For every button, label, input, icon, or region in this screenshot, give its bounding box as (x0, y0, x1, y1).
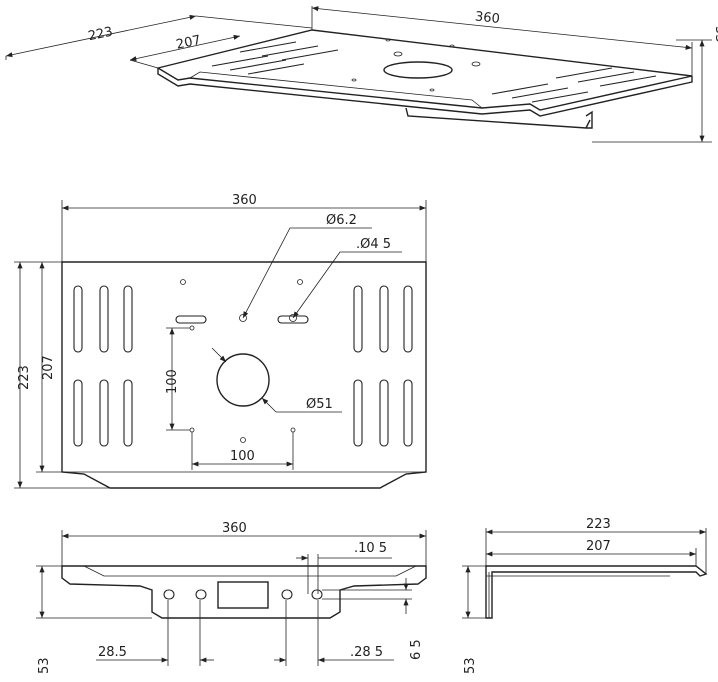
side-profile (485, 565, 708, 619)
iso-plate-top (156, 29, 693, 111)
top-holes (180, 279, 303, 443)
top-slots-left (73, 285, 133, 447)
front-dim-left-offset: 28.5 (98, 645, 127, 660)
front-dim-slot-height: 6 5 (409, 639, 424, 660)
top-view: 360 223 207 Ø6.2 .Ø4 5 Ø51 100 100 (14, 193, 427, 489)
front-dim-width: 360 (222, 521, 247, 536)
iso-mount-holes (351, 38, 481, 92)
side-view: 223 207 53 (462, 517, 708, 674)
front-dim-slot-pitch: .10 5 (354, 541, 387, 556)
top-center-hole (216, 353, 270, 407)
side-dim-inner-depth: 207 (586, 539, 611, 554)
top-dim-hole-tiny: .Ø4 5 (356, 237, 391, 252)
top-dim-inner-depth: 207 (41, 355, 56, 380)
front-center-cutout (217, 581, 269, 609)
iso-slots-right (491, 67, 657, 103)
iso-dim-width: 360 (474, 9, 500, 27)
iso-dim-depth: 223 (87, 24, 114, 44)
iso-plate-edge (157, 68, 693, 117)
iso-dim-inner-depth: 207 (175, 33, 202, 53)
top-dim-hole-large: Ø51 (306, 397, 333, 412)
iso-center-hole (383, 61, 453, 79)
front-slots (163, 589, 323, 600)
isometric-view: 223 207 360 53 (5, 6, 718, 143)
front-view: 360 .10 5 28.5 .28 5 6 5 53 (36, 521, 427, 674)
front-dim-right-offset: .28 5 (350, 645, 383, 660)
top-dim-horizontal-spacing: 100 (230, 449, 255, 464)
top-dim-depth: 223 (17, 365, 32, 390)
front-profile (61, 565, 427, 619)
iso-slots-left (211, 41, 339, 75)
iso-dim-height: 53 (712, 26, 718, 43)
front-dim-height: 53 (37, 657, 52, 674)
iso-bracket (405, 107, 593, 129)
side-dim-height: 53 (463, 657, 478, 674)
top-dim-vertical-spacing: 100 (165, 369, 180, 394)
top-slot-h-right (277, 315, 309, 324)
top-dim-hole-small: Ø6.2 (326, 213, 357, 228)
side-dim-depth: 223 (586, 517, 611, 532)
top-plate-outline (61, 261, 427, 489)
top-dim-width: 360 (232, 193, 257, 208)
top-slot-h-left (175, 315, 207, 324)
iso-front-lip (189, 71, 483, 109)
top-slots-right (353, 285, 413, 447)
